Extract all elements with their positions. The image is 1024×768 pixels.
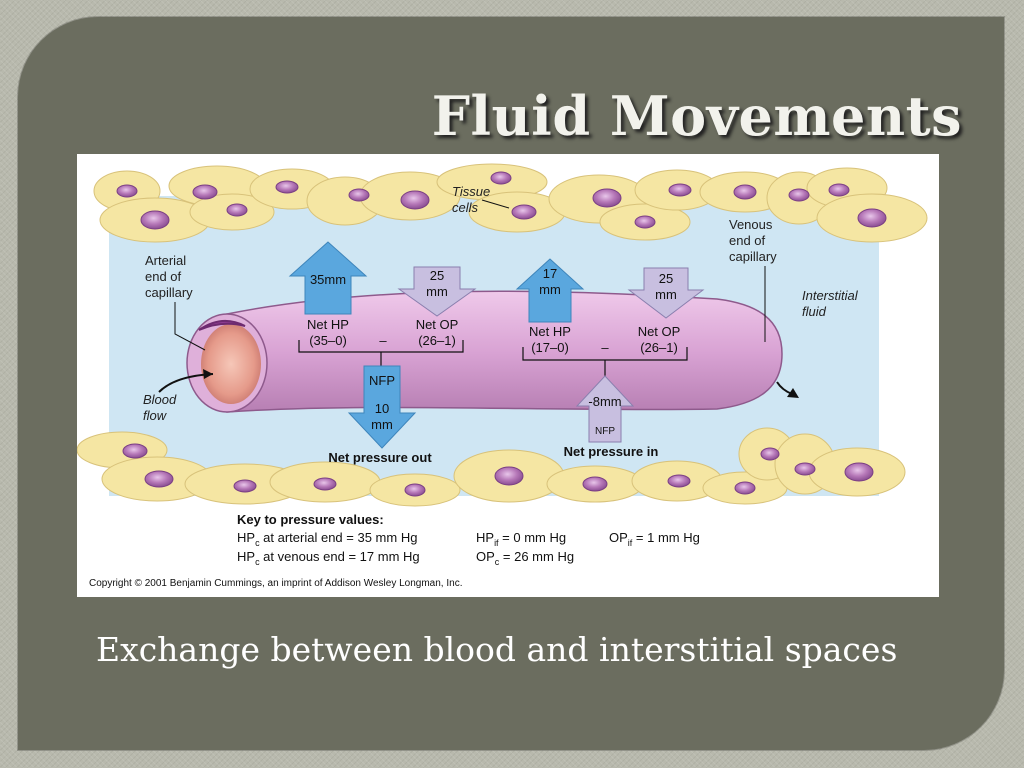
venous-net-hp-calc: (17–0) bbox=[531, 340, 569, 355]
interstitial-label-1: Interstitial bbox=[802, 288, 859, 303]
blood-flow-label-2: flow bbox=[143, 408, 168, 423]
arterial-label-2: end of bbox=[145, 269, 182, 284]
arterial-hp-arrow bbox=[288, 241, 368, 315]
tissue-cells-label-2: cells bbox=[452, 200, 479, 215]
venous-op-arrow-value-1: 25 bbox=[659, 271, 673, 286]
net-pressure-in: Net pressure in bbox=[564, 444, 659, 459]
arterial-net-op-calc: (26–1) bbox=[418, 333, 456, 348]
arterial-net-hp-calc: (35–0) bbox=[309, 333, 347, 348]
slide-title: Fluid Movements bbox=[431, 84, 962, 148]
arterial-nfp-value-2: mm bbox=[371, 417, 393, 432]
key-hpc-arterial: HPc at arterial end = 35 mm Hg bbox=[237, 530, 417, 548]
key-heading: Key to pressure values: bbox=[237, 512, 384, 527]
venous-minus: – bbox=[601, 340, 609, 355]
key-hpc-venous: HPc at venous end = 17 mm Hg bbox=[237, 549, 420, 567]
key-hpif: HPif = 0 mm Hg bbox=[476, 530, 566, 548]
arterial-label-1: Arterial bbox=[145, 253, 186, 268]
capillary-diagram: Tissue cells Arterial end of capillary V… bbox=[77, 154, 939, 597]
cell-nuclei-top bbox=[116, 171, 887, 230]
interstitial-label-2: fluid bbox=[802, 304, 827, 319]
arterial-label-3: capillary bbox=[145, 285, 193, 300]
key-opc: OPc = 26 mm Hg bbox=[476, 549, 574, 567]
venous-nfp-value: -8mm bbox=[588, 394, 621, 409]
tissue-cells-bottom bbox=[77, 427, 906, 507]
venous-hp-arrow-value-1: 17 bbox=[543, 266, 557, 281]
arterial-nfp-label: NFP bbox=[369, 373, 395, 388]
arterial-op-arrow-value-1: 25 bbox=[430, 268, 444, 283]
venous-label-3: capillary bbox=[729, 249, 777, 264]
arterial-op-arrow bbox=[397, 266, 477, 317]
endothelial-cell bbox=[198, 319, 246, 331]
arterial-nfp-arrow bbox=[347, 365, 417, 449]
venous-net-op-calc: (26–1) bbox=[640, 340, 678, 355]
arterial-op-arrow-value-2: mm bbox=[426, 284, 448, 299]
venous-op-arrow-value-2: mm bbox=[655, 287, 677, 302]
venous-op-arrow bbox=[627, 267, 705, 319]
capillary-lumen bbox=[201, 324, 261, 404]
key-opif: OPif = 1 mm Hg bbox=[609, 530, 700, 548]
venous-hp-arrow bbox=[515, 258, 585, 323]
venous-nfp-label: NFP bbox=[595, 426, 615, 437]
arterial-hp-arrow-value: 35mm bbox=[310, 272, 346, 287]
arterial-nfp-value-1: 10 bbox=[375, 401, 389, 416]
tissue-cells-label-1: Tissue bbox=[452, 184, 490, 199]
slide-caption: Exchange between blood and interstitial … bbox=[96, 630, 898, 669]
venous-net-op: Net OP bbox=[638, 324, 681, 339]
arterial-net-hp: Net HP bbox=[307, 317, 349, 332]
outflow-arrowhead bbox=[787, 388, 799, 398]
tissue-cells-leader bbox=[481, 199, 510, 209]
net-pressure-out: Net pressure out bbox=[328, 450, 432, 465]
venous-nfp-arrow bbox=[575, 375, 635, 443]
arterial-minus: – bbox=[379, 333, 387, 348]
blood-flow-arrowhead bbox=[203, 369, 213, 379]
copyright-notice: Copyright © 2001 Benjamin Cummings, an i… bbox=[89, 578, 462, 589]
venous-label-1: Venous bbox=[729, 217, 773, 232]
cell-nuclei-bottom bbox=[122, 443, 874, 497]
arterial-net-op: Net OP bbox=[416, 317, 459, 332]
venous-label-2: end of bbox=[729, 233, 766, 248]
blood-flow-label-1: Blood bbox=[143, 392, 177, 407]
arterial-leader bbox=[174, 302, 206, 351]
venous-hp-arrow-value-2: mm bbox=[539, 282, 561, 297]
venous-net-hp: Net HP bbox=[529, 324, 571, 339]
